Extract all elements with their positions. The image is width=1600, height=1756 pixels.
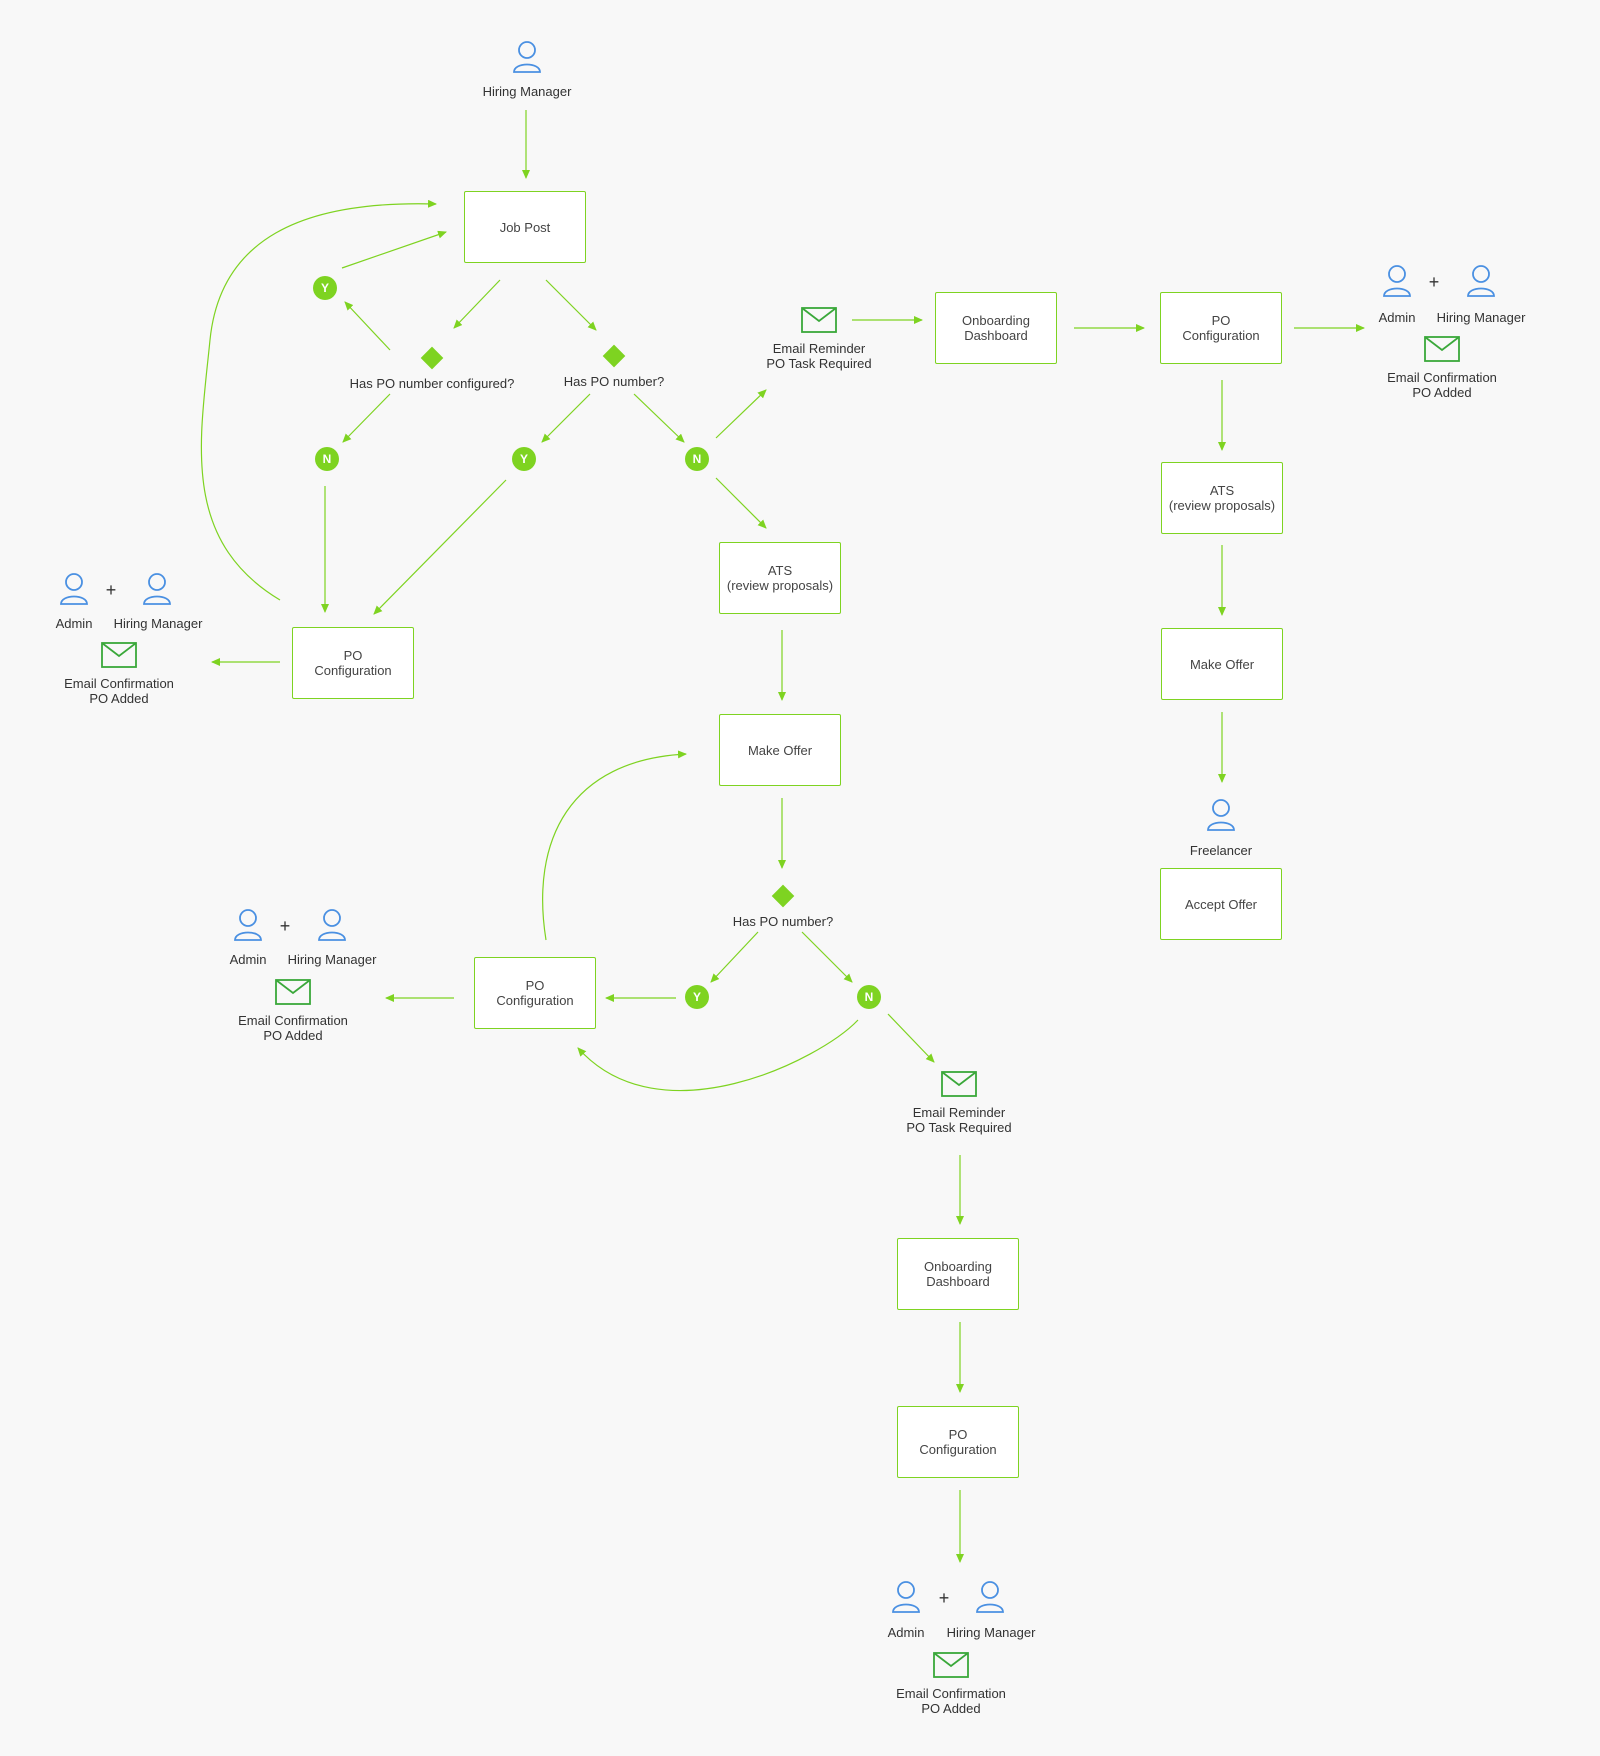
job-post-box[interactable]: Job Post [464,191,586,263]
yes-badge: Y [685,985,709,1009]
user-icon [892,1581,920,1613]
onboarding-dashboard-box-bottom[interactable]: Onboarding Dashboard [897,1238,1019,1310]
plus-sign: + [105,580,117,600]
no-badge: N [857,985,881,1009]
accept-offer-box[interactable]: Accept Offer [1160,868,1282,940]
yes-badge: Y [512,447,536,471]
actor-label-hiring-manager: Hiring Manager [113,616,203,631]
mail-icon [101,642,137,668]
mail-icon [933,1652,969,1678]
actor-label-freelancer: Freelancer [1189,843,1253,858]
email-reminder-label: Email Reminder PO Task Required [766,341,872,371]
email-confirmation-label: Email Confirmation PO Added [238,1013,348,1043]
user-icon [318,909,346,941]
email-confirmation-label: Email Confirmation PO Added [1387,370,1497,400]
po-configuration-box-bottom-left[interactable]: PO Configuration [474,957,596,1029]
user-icon [1207,799,1235,831]
user-icon [1467,265,1495,297]
user-icon [234,909,262,941]
actor-label-admin: Admin [229,952,267,967]
actor-label-hiring-manager: Hiring Manager [287,952,377,967]
yes-badge: Y [313,276,337,300]
user-icon [1383,265,1411,297]
email-reminder-label: Email Reminder PO Task Required [906,1105,1012,1135]
actor-label-admin: Admin [55,616,93,631]
mail-icon [275,979,311,1005]
decision-label-po-configured: Has PO number configured? [349,376,515,391]
onboarding-dashboard-box-top[interactable]: Onboarding Dashboard [935,292,1057,364]
no-badge: N [315,447,339,471]
decision-label-po-number-top: Has PO number? [563,374,665,389]
po-configuration-box-bottom[interactable]: PO Configuration [897,1406,1019,1478]
make-offer-box-mid[interactable]: Make Offer [719,714,841,786]
actor-label-hiring-manager: Hiring Manager [946,1625,1036,1640]
decision-label-po-number-mid: Has PO number? [732,914,834,929]
user-icon [976,1581,1004,1613]
actor-label-hiring-manager: Hiring Manager [1436,310,1526,325]
make-offer-box-right[interactable]: Make Offer [1161,628,1283,700]
actor-label-admin: Admin [887,1625,925,1640]
ats-review-box-right[interactable]: ATS (review proposals) [1161,462,1283,534]
user-icon [513,41,541,73]
plus-sign: + [938,1588,950,1608]
po-configuration-box-left[interactable]: PO Configuration [292,627,414,699]
actor-label-admin: Admin [1378,310,1416,325]
po-configuration-box-top[interactable]: PO Configuration [1160,292,1282,364]
plus-sign: + [279,916,291,936]
ats-review-box-mid[interactable]: ATS (review proposals) [719,542,841,614]
email-confirmation-label: Email Confirmation PO Added [896,1686,1006,1716]
user-icon [60,573,88,605]
mail-icon [801,307,837,333]
user-icon [143,573,171,605]
email-confirmation-label: Email Confirmation PO Added [64,676,174,706]
plus-sign: + [1428,272,1440,292]
no-badge: N [685,447,709,471]
mail-icon [941,1071,977,1097]
mail-icon [1424,336,1460,362]
actor-label-hiring-manager: Hiring Manager [482,84,572,99]
